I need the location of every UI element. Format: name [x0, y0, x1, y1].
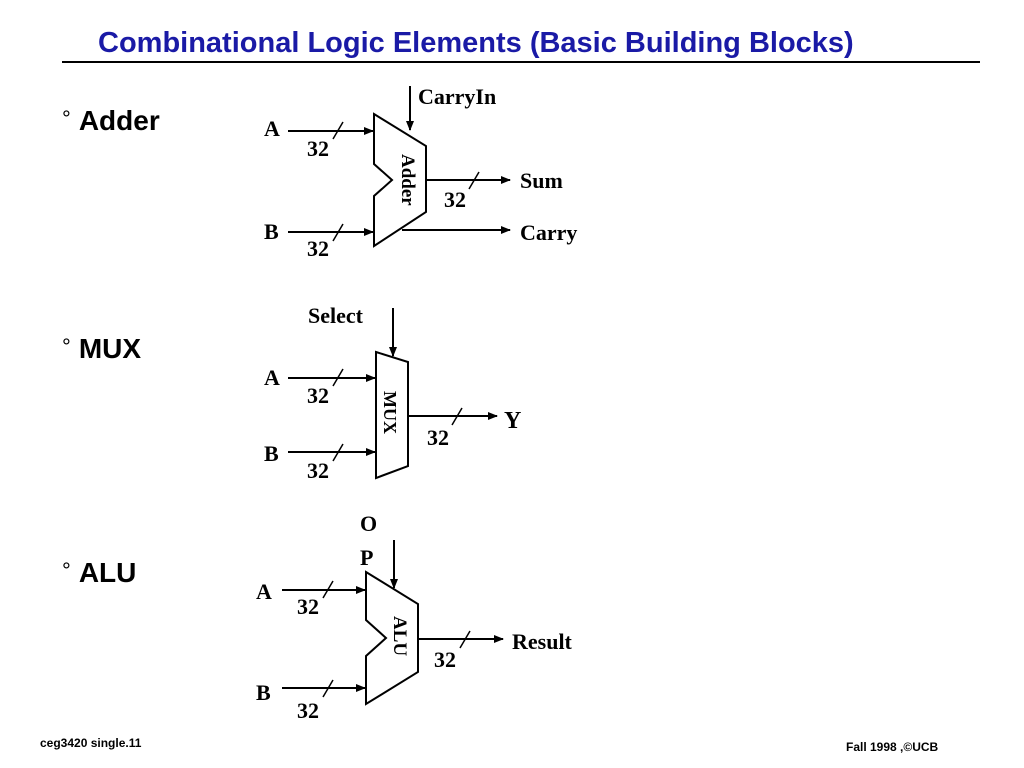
bullet-mux: ° MUX	[62, 333, 141, 365]
mux-block-label: MUX	[380, 391, 400, 434]
bullet-marker: °	[62, 558, 71, 583]
bullet-adder: ° Adder	[62, 105, 160, 137]
mux-select-label: Select	[308, 303, 364, 328]
adder-carryin-label: CarryIn	[418, 84, 496, 109]
footer-copyright: Fall 1998 ,©UCB	[846, 740, 939, 754]
adder-sum-bus-slash	[468, 171, 480, 190]
adder-a-label: A	[264, 116, 280, 141]
bullet-marker: °	[62, 106, 71, 131]
alu-result-bus-slash	[459, 630, 471, 649]
footer-course-id: ceg3420 single.11	[40, 736, 142, 750]
adder-a-bus-slash	[332, 121, 344, 140]
bullet-label: Adder	[78, 105, 160, 136]
title-underline	[62, 61, 980, 63]
alu-op-label-line1: O	[360, 511, 377, 536]
adder-sum-width: 32	[444, 187, 466, 212]
adder-sum-label: Sum	[520, 168, 563, 193]
adder-b-label: B	[264, 219, 279, 244]
alu-a-width: 32	[297, 594, 319, 619]
alu-a-label: A	[256, 579, 272, 604]
alu-b-label: B	[256, 680, 271, 705]
mux-y-bus-slash	[451, 407, 463, 426]
adder-a-width: 32	[307, 136, 329, 161]
alu-result-width: 32	[434, 647, 456, 672]
alu-b-bus-slash	[322, 679, 334, 698]
mux-b-width: 32	[307, 458, 329, 483]
mux-b-bus-slash	[332, 443, 344, 462]
bullet-label: ALU	[78, 557, 137, 588]
adder-diagram: CarryIn A 32 B 32 Sum 32 Carry Adder	[264, 84, 577, 261]
adder-block	[373, 112, 427, 248]
bullet-alu: ° ALU	[62, 557, 136, 589]
adder-b-width: 32	[307, 236, 329, 261]
adder-b-bus-slash	[332, 223, 344, 242]
alu-diagram: O P A 32 B 32 Result 32 ALU	[256, 511, 573, 723]
alu-block	[365, 570, 419, 706]
mux-y-label: Y	[504, 408, 521, 434]
alu-a-bus-slash	[322, 580, 334, 599]
mux-block	[375, 350, 409, 480]
alu-b-width: 32	[297, 698, 319, 723]
adder-carry-label: Carry	[520, 220, 577, 245]
bullet-marker: °	[62, 334, 71, 359]
mux-a-label: A	[264, 365, 280, 390]
mux-a-bus-slash	[332, 368, 344, 387]
mux-y-width: 32	[427, 425, 449, 450]
mux-diagram: Select A 32 B 32 Y 32 MUX	[264, 303, 521, 483]
alu-op-label-line2: P	[360, 545, 373, 570]
bullet-label: MUX	[78, 333, 142, 364]
adder-block-label: Adder	[397, 154, 418, 206]
alu-block-label: ALU	[389, 616, 410, 656]
slide-title: Combinational Logic Elements (Basic Buil…	[98, 27, 854, 59]
mux-b-label: B	[264, 441, 279, 466]
alu-result-label: Result	[512, 629, 573, 654]
mux-a-width: 32	[307, 383, 329, 408]
